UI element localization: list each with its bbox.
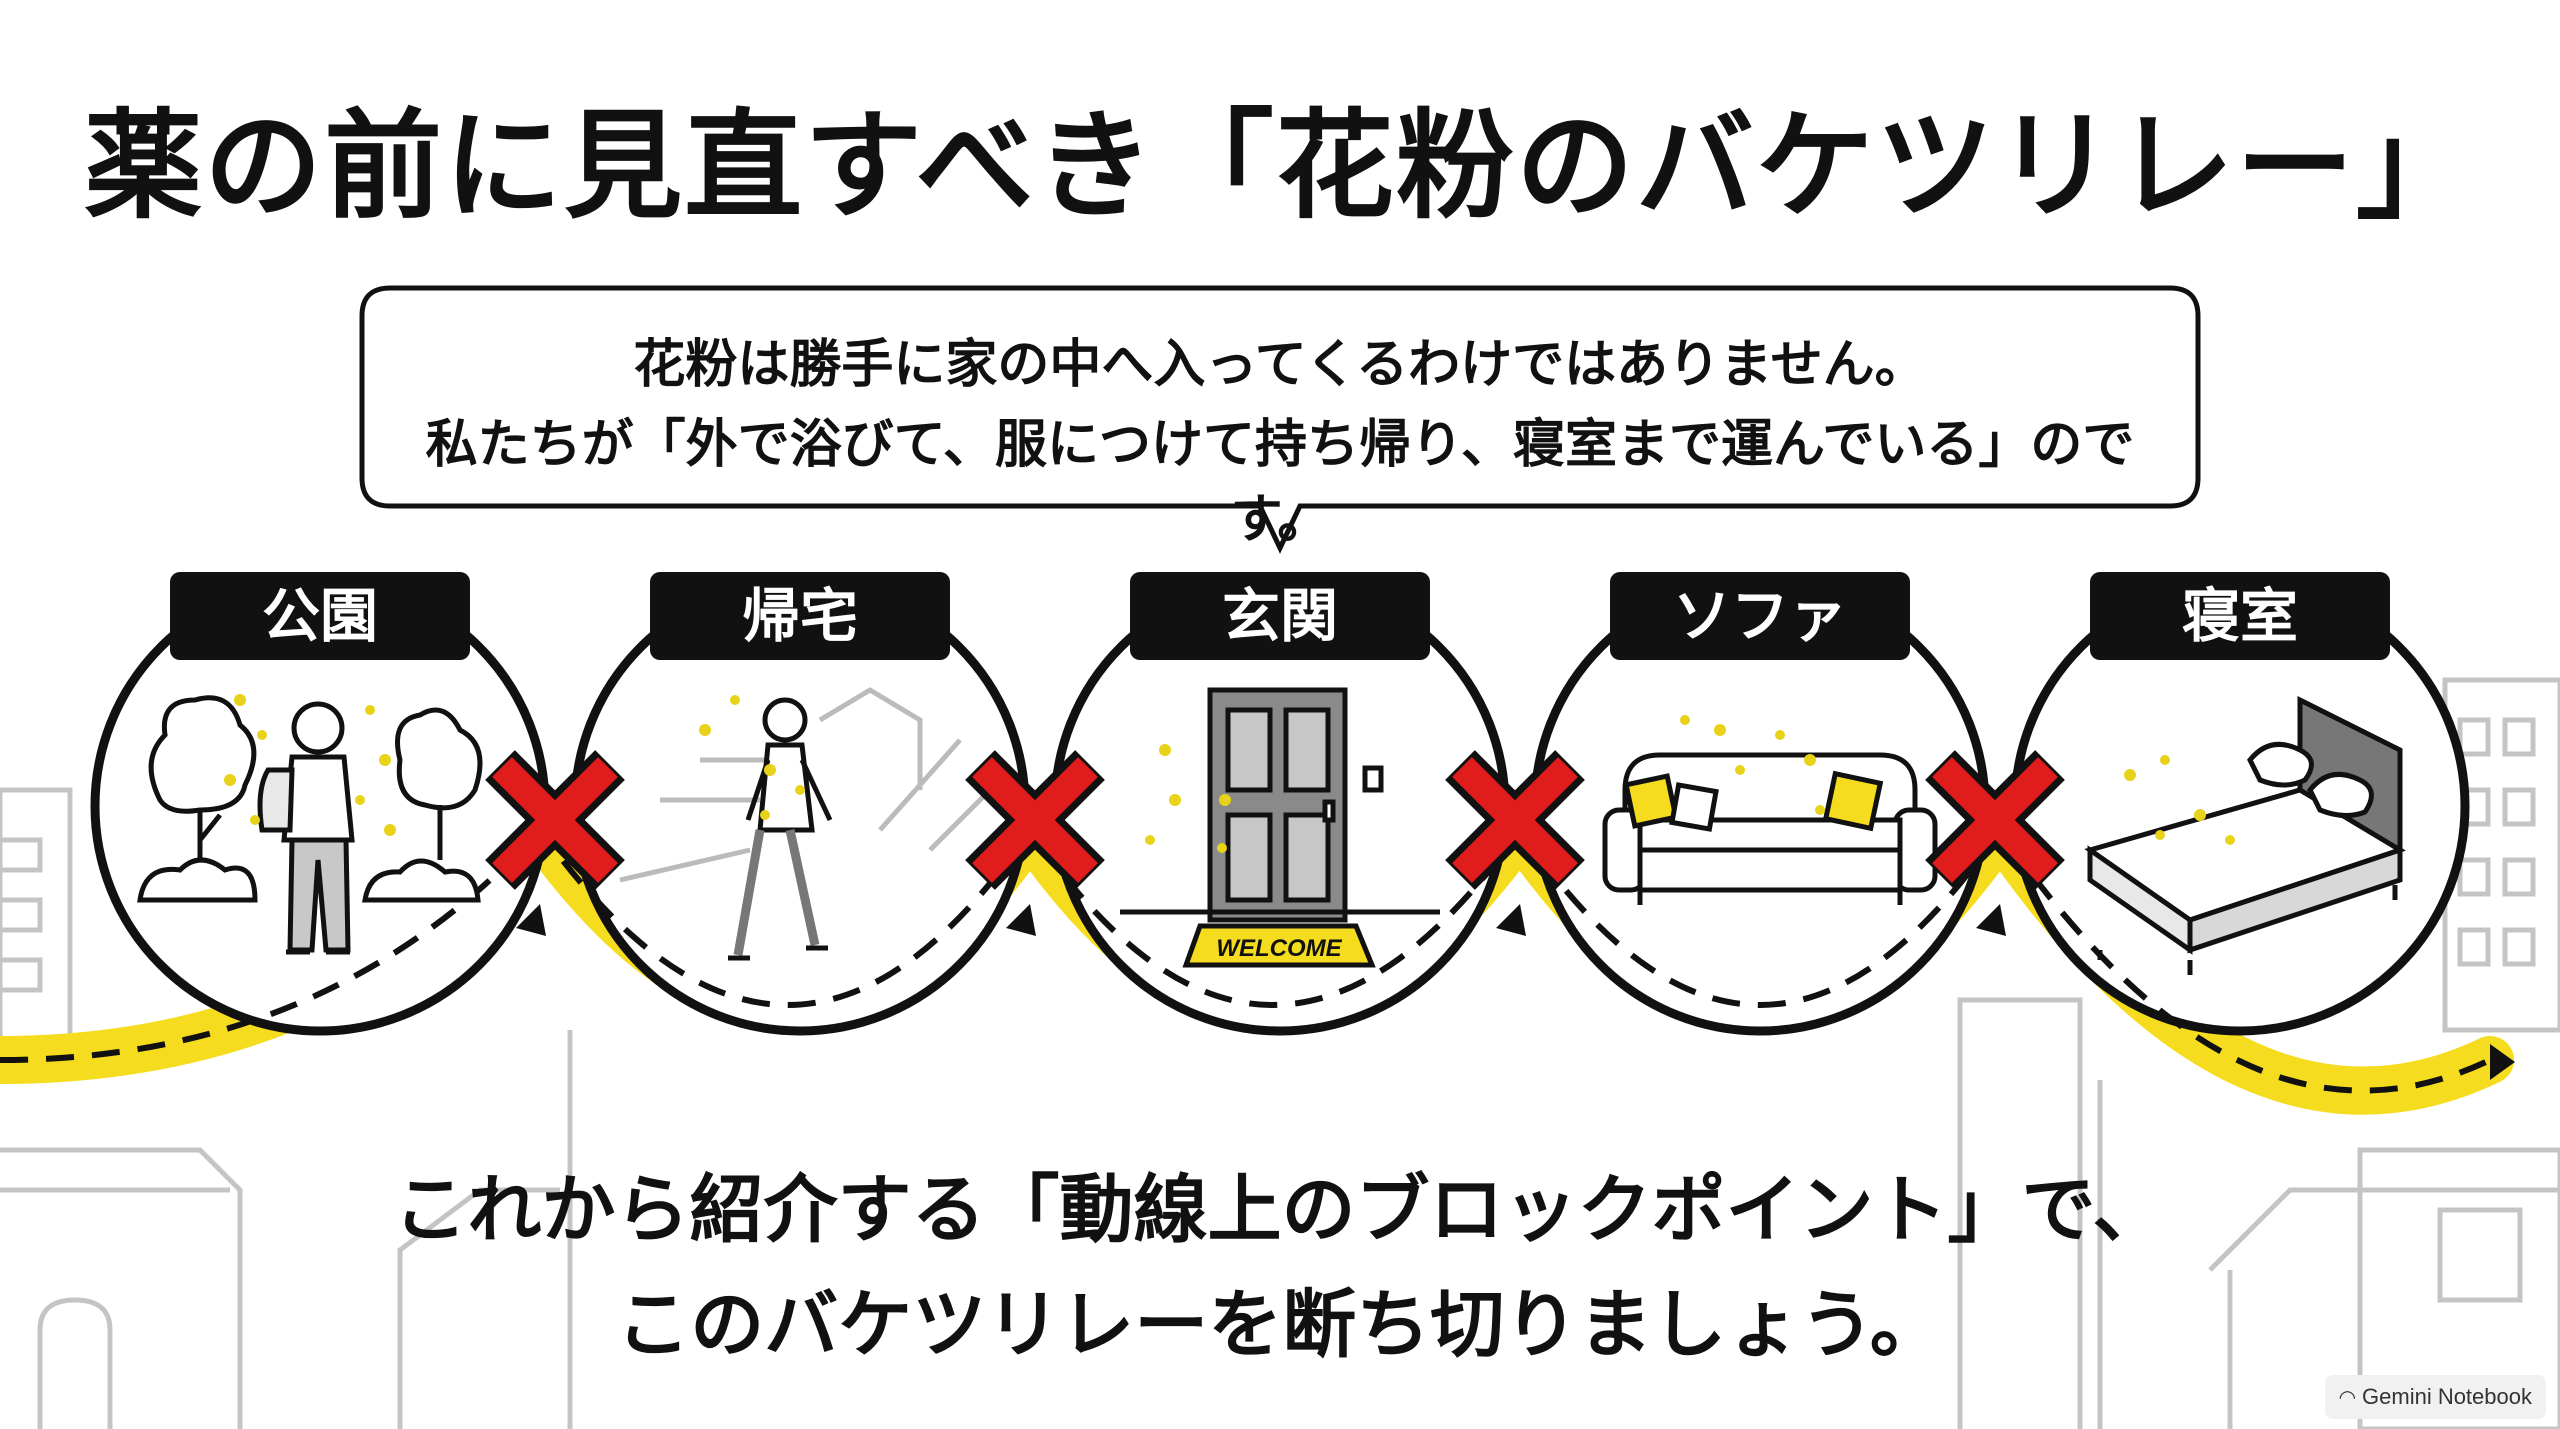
stage-label-sofa: ソファ (1610, 572, 1910, 660)
speech-bubble (359, 285, 2201, 554)
block-x-icons (492, 757, 2058, 883)
route-arrow-4 (1976, 904, 2006, 936)
block-x-icon-2 (972, 757, 1098, 883)
stage-label-entrance: 玄関 (1130, 572, 1430, 660)
city-background (0, 677, 2560, 1429)
stage-label-home: 帰宅 (650, 572, 950, 660)
block-x-icon-1 (492, 757, 618, 883)
stage-label-park: 公園 (170, 572, 470, 660)
stage-label-bedroom: 寝室 (2090, 572, 2390, 660)
block-x-icon-4 (1932, 757, 2058, 883)
brand-name: Gemini Notebook (2362, 1384, 2532, 1409)
route-arrow-2 (1006, 904, 1036, 936)
bottom-line-1: これから紹介する「動線上のブロックポイント」で、 (393, 1167, 2167, 1253)
front-door-icon: WELCOME (1120, 687, 1440, 968)
bubble-line-2: 私たちが「外で浴びて、服につけて持ち帰り、寝室まで運んでいる」のです。 (425, 415, 2135, 550)
block-x-icon-3 (1452, 757, 1578, 883)
bubble-line-1: 花粉は勝手に家の中へ入ってくるわけではありません。 (633, 335, 1927, 395)
brand-badge: ◠Gemini Notebook (2324, 1375, 2546, 1419)
route-arrowhead (2490, 1044, 2515, 1080)
route-arrow-1 (516, 904, 546, 936)
sofa-icon (1602, 752, 1938, 905)
page-title: 薬の前に見直すべき「花粉のバケツリレー」 (84, 97, 2476, 235)
route-arrow-3 (1496, 904, 1526, 936)
pollen-particles (224, 694, 2235, 853)
notebook-logo-icon: ◠ (2338, 1387, 2357, 1409)
doormat-text: WELCOME (1216, 935, 1342, 962)
bottom-line-2: このバケツリレーを断ち切りましょう。 (616, 1282, 1944, 1368)
bed-icon (2084, 695, 2406, 975)
